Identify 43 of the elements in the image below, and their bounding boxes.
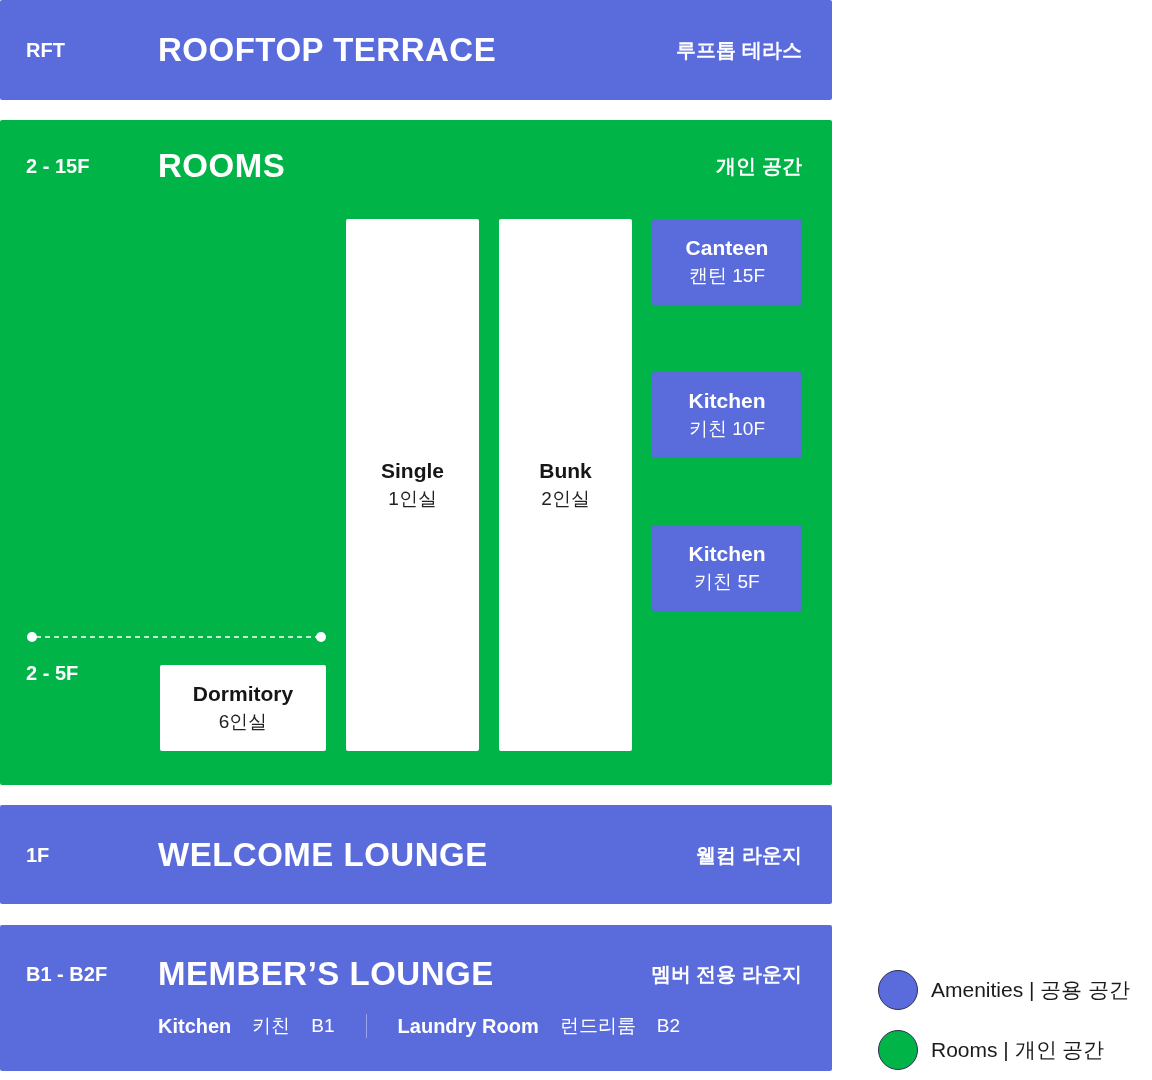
floor-code: RFT xyxy=(26,38,65,62)
rooms-zone-panel xyxy=(0,120,832,785)
room-type: Bunk xyxy=(539,458,592,484)
facility-name-korean: 키친 xyxy=(252,1014,291,1038)
floor-band xyxy=(0,805,832,904)
facility-name: Kitchen xyxy=(158,1014,232,1039)
room-type: Single xyxy=(381,458,444,484)
amenity-name: Kitchen xyxy=(688,388,766,414)
amenity-box xyxy=(652,525,802,611)
amenity-subtitle: 캔틴 15F xyxy=(689,264,765,288)
amenity-subtitle: 키친 5F xyxy=(694,570,760,594)
amenity-name: Kitchen xyxy=(688,541,766,567)
floor-range-label: 2 - 5F xyxy=(26,661,79,685)
floor-band xyxy=(0,925,832,1071)
room-type: Dormitory xyxy=(192,681,294,707)
floor-code: 1F xyxy=(26,842,50,867)
zone-title: ROOFTOP TERRACE xyxy=(158,31,497,69)
floor-code: 2 - 15F xyxy=(26,154,90,178)
amenity-box xyxy=(652,219,802,305)
floor-code: B2 xyxy=(656,1014,680,1038)
zone-name-korean: 루프톱 테라스 xyxy=(676,38,802,63)
zone-name-korean: 개인 공간 xyxy=(716,154,802,179)
floor-code: B1 xyxy=(311,1014,335,1038)
legend-label: Amenities | 공용 공간 xyxy=(931,977,1131,1003)
zone-title: ROOMS xyxy=(158,147,286,185)
floor-band xyxy=(0,0,832,100)
room-box xyxy=(160,665,326,751)
facility-name-korean: 런드리룸 xyxy=(559,1014,636,1038)
room-capacity: 1인실 xyxy=(388,487,437,511)
zone-name-korean: 웰컴 라운지 xyxy=(696,842,802,868)
room-capacity: 6인실 xyxy=(218,710,268,734)
zone-title: MEMBER’S LOUNGE xyxy=(158,955,494,993)
room-capacity: 2인실 xyxy=(541,487,590,511)
floor-code: B1 - B2F xyxy=(26,962,108,986)
zone-name-korean: 멤버 전용 라운지 xyxy=(650,962,802,987)
facility-name: Laundry Room xyxy=(397,1014,539,1039)
amenity-subtitle: 키친 10F xyxy=(689,417,765,441)
room-box xyxy=(346,219,479,751)
room-box xyxy=(499,219,632,751)
zone-title: WELCOME LOUNGE xyxy=(158,835,488,874)
amenity-box xyxy=(652,372,802,458)
legend-label: Rooms | 개인 공간 xyxy=(931,1037,1105,1063)
amenity-name: Canteen xyxy=(685,235,769,261)
